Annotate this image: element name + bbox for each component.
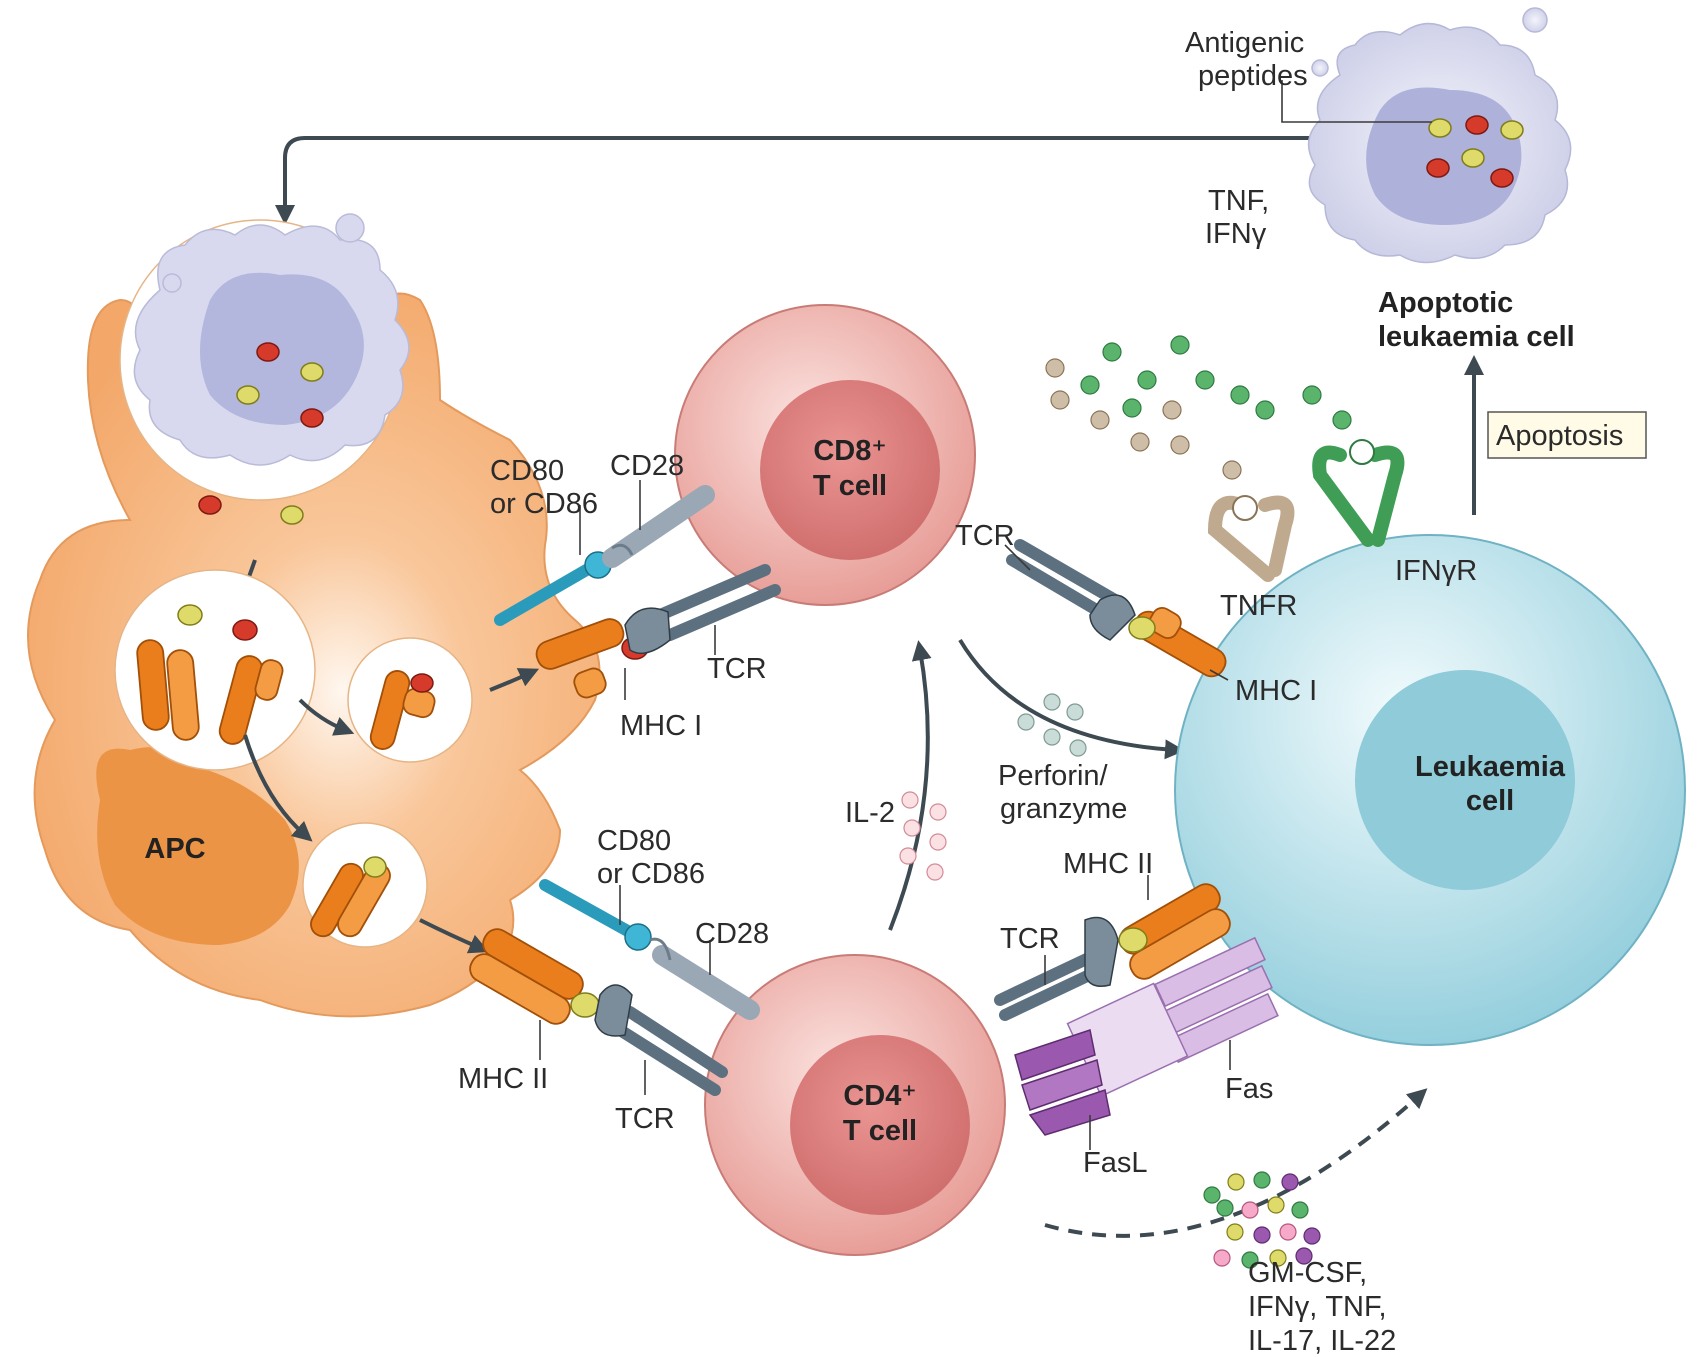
mhc1-vesicle [347, 637, 473, 763]
yellow-peptide [236, 385, 260, 405]
ifngr-receptor [1312, 439, 1405, 547]
tcr-cd8-label: TCR [955, 520, 1015, 552]
mhc1-vesicle-arrow [298, 698, 355, 736]
yellow-peptide [280, 505, 304, 525]
tcr-cd4-label: TCR [1000, 923, 1060, 955]
ifng-label: IFNγ [1205, 218, 1267, 250]
cd4-cytokine-arrow [1044, 1088, 1428, 1238]
apoptosis-box [1487, 411, 1647, 459]
fasl-ligand [1014, 1029, 1111, 1136]
red-peptide [300, 408, 324, 428]
cd80-bottom-label-2: or CD86 [597, 858, 705, 890]
tnfr-receptor [1207, 495, 1295, 582]
phagocytosis-arrow [275, 136, 1320, 225]
apoptotic-leukaemia-cell [1307, 7, 1572, 264]
cd4-label-1: CD4⁺ [843, 1080, 916, 1112]
red-peptide [256, 342, 280, 362]
mhc2-on-apc [469, 928, 600, 1025]
mhc2-leuk-label: MHC II [1063, 848, 1153, 880]
cd4-label-2: T cell [843, 1115, 917, 1147]
tcr-apc-top-label: TCR [707, 653, 767, 685]
cd8-label-1: CD8⁺ [813, 435, 886, 467]
mhc1-apc-label: MHC I [620, 710, 702, 742]
leukaemia-nucleus [1355, 670, 1575, 890]
cd80-bottom-label-1: CD80 [597, 825, 671, 857]
leukaemia-label-2: cell [1466, 785, 1514, 817]
apoptotic-cell-label-1: Apoptotic [1378, 287, 1513, 319]
cd28-bottom-label: CD28 [695, 918, 769, 950]
cd28-bottom [649, 937, 760, 1020]
il2-label: IL-2 [845, 797, 895, 829]
engulfed-apoptotic-cell [133, 213, 410, 466]
mhc1-surface-arrow [489, 668, 540, 692]
yellow-peptide [300, 362, 324, 382]
antigenic-peptides-label-1: Antigenic [1185, 27, 1304, 59]
il2-dots [899, 791, 947, 881]
mhc1-leuk-label: MHC I [1235, 675, 1317, 707]
mhc2-vesicle-arrow [243, 734, 313, 842]
ifngr-label: IFNγR [1395, 555, 1477, 587]
leukaemia-label-1: Leukaemia [1415, 751, 1566, 783]
cd80-bottom [539, 879, 652, 951]
perforin-label-1: Perforin/ [998, 760, 1109, 792]
mhc2-surface-arrow [419, 918, 490, 954]
tnf-ifng-cytokines [1045, 335, 1352, 480]
mhc2-vesicle [302, 822, 428, 948]
cytokines-label-3: IL-17, IL-22 [1248, 1325, 1396, 1357]
apc-label: APC [144, 833, 205, 865]
cd28-top [602, 485, 715, 568]
apc-nucleus [96, 747, 299, 945]
cd8-nucleus [760, 380, 940, 560]
cd8-label-2: T cell [813, 470, 887, 502]
mhc2-apc-label: MHC II [458, 1063, 548, 1095]
perforin-label-2: granzyme [1000, 793, 1127, 825]
perforin-granzyme [1017, 693, 1087, 757]
loading-vesicle [114, 569, 316, 771]
tcr-cd8-leuk [1006, 539, 1136, 641]
mhc2-on-leuk [1118, 883, 1231, 980]
tcr-apc-bottom-label: TCR [615, 1103, 675, 1135]
red-peptide [198, 495, 222, 515]
antigenic-peptides-leader [1281, 80, 1432, 123]
tcr-cd4-apc [594, 984, 728, 1096]
tnf-label: TNF, [1208, 185, 1269, 217]
mhc1-on-leuk [1128, 607, 1227, 678]
cd8-killing-arrow [958, 638, 1185, 760]
apoptosis-label: Apoptosis [1496, 420, 1623, 452]
cytokines-label-2: IFNγ, TNF, [1248, 1291, 1387, 1323]
antigenic-peptides-label-2: peptides [1198, 60, 1308, 92]
cd28-top-label: CD28 [610, 450, 684, 482]
fasl-label: FasL [1083, 1147, 1147, 1179]
fas-label: Fas [1225, 1073, 1273, 1105]
apoptotic-cell-label-2: leukaemia cell [1378, 321, 1575, 353]
cd80-top-label-2: or CD86 [490, 488, 598, 520]
cd80-top-label-1: CD80 [490, 455, 564, 487]
cd4-cytokine-cluster [1203, 1171, 1321, 1269]
il2-arrow [888, 640, 932, 931]
cytokines-label-1: GM-CSF, [1248, 1257, 1367, 1289]
tcr-cd8-apc [624, 564, 781, 655]
tcr-cd4-leuk [994, 916, 1119, 1021]
tnfr-label: TNFR [1220, 590, 1297, 622]
cd4-nucleus [790, 1035, 970, 1215]
